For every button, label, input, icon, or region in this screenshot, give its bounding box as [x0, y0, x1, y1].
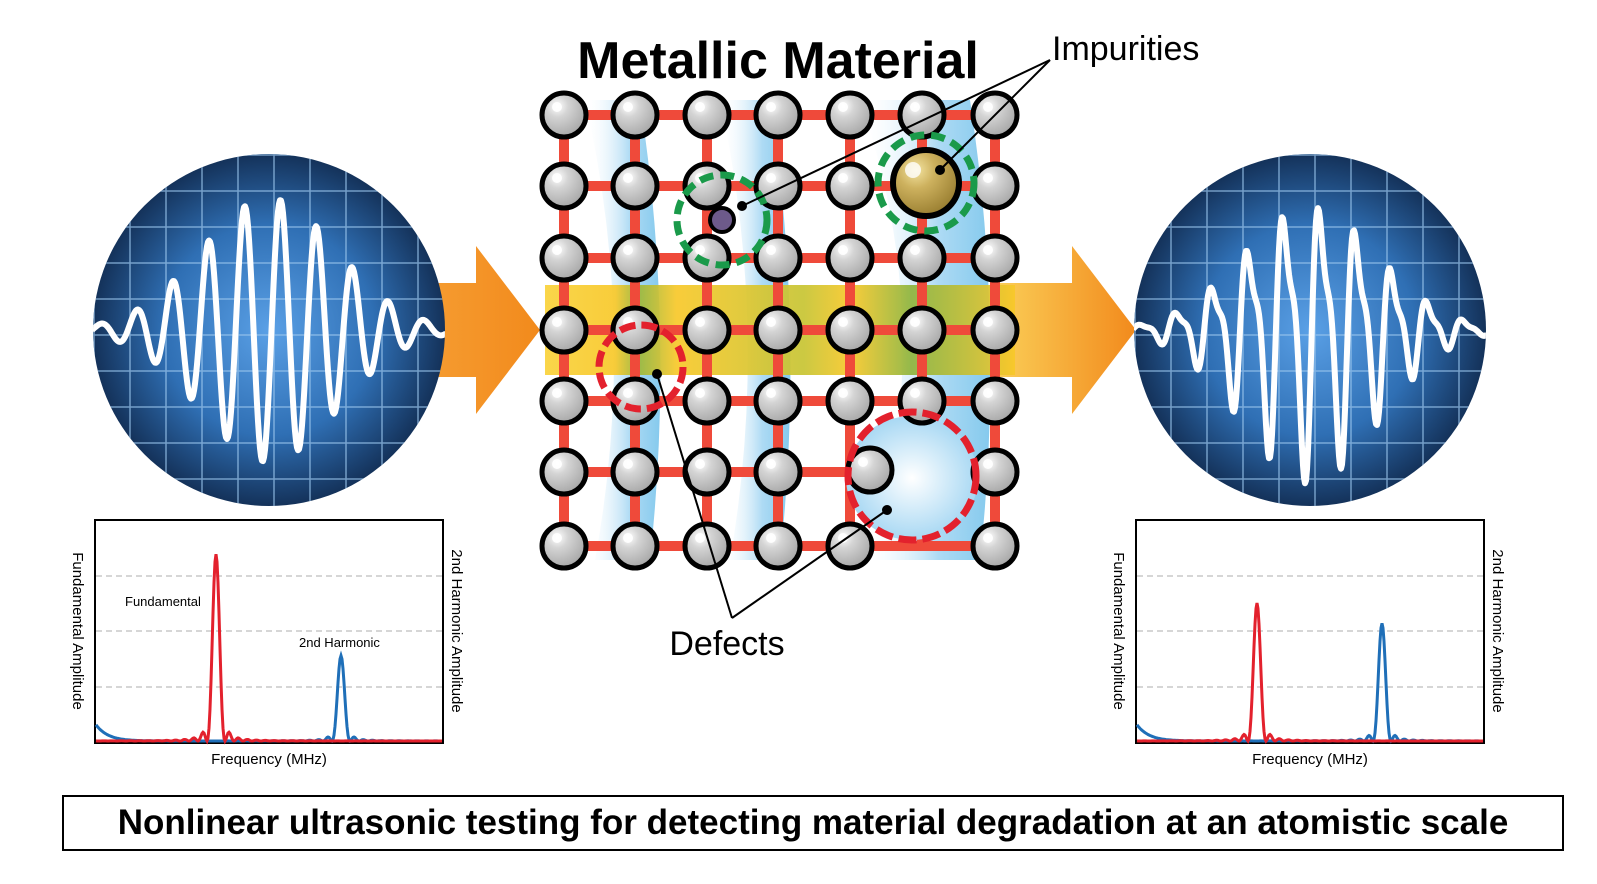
fundamental-curve	[1136, 602, 1483, 744]
lattice-atom	[539, 90, 589, 140]
lattice-atom	[825, 305, 875, 355]
lattice-atom	[539, 161, 589, 211]
fundamental-label: Fundamental	[125, 594, 201, 609]
lattice-atom	[539, 233, 589, 283]
lattice-atom	[753, 376, 803, 426]
vacancy-void	[846, 416, 978, 540]
impurity-ring-small	[673, 171, 771, 269]
lattice-atom	[610, 305, 660, 355]
lattice-atom	[610, 90, 660, 140]
lattice-atom	[825, 376, 875, 426]
lattice-atom	[970, 233, 1020, 283]
lattice-atom	[825, 90, 875, 140]
input-signal-scope	[93, 154, 445, 506]
lattice-atom	[682, 305, 732, 355]
lattice-atom	[753, 521, 803, 571]
impurity-ring-large	[874, 131, 978, 235]
lattice-atom	[970, 305, 1020, 355]
y-axis-left-label: Fundamental Amplitude	[69, 552, 86, 710]
output-arrow	[990, 246, 1136, 414]
lattice-atom	[610, 161, 660, 211]
output-waveform	[1134, 205, 1486, 487]
x-axis-label: Frequency (MHz)	[1252, 751, 1368, 768]
x-axis-label: Frequency (MHz)	[211, 751, 327, 768]
lattice-atom	[682, 233, 732, 283]
fundamental-curve	[95, 554, 442, 745]
lattice-atom	[539, 521, 589, 571]
y-axis-left-label: Fundamental Amplitude	[1110, 552, 1127, 710]
caption-text: Nonlinear ultrasonic testing for detecti…	[117, 803, 1509, 842]
metallic-lattice	[539, 90, 1020, 571]
lattice-atom	[970, 376, 1020, 426]
y-axis-right-label: 2nd Harmonic Amplitude	[1489, 549, 1506, 712]
defect-ring-large	[844, 408, 980, 544]
input-spectrum-plot: Fundamental 2nd Harmonic Frequency (MHz)…	[69, 519, 465, 768]
material-title: Metallic Material	[577, 32, 979, 90]
lattice-atom	[682, 376, 732, 426]
input-waveform	[93, 197, 445, 465]
y-axis-right-label: 2nd Harmonic Amplitude	[448, 549, 465, 712]
lattice-atom	[825, 161, 875, 211]
lattice-atom	[610, 447, 660, 497]
lattice-atom	[753, 305, 803, 355]
lattice-atom	[897, 233, 947, 283]
lattice-atom	[753, 90, 803, 140]
defect-ring-small	[595, 321, 687, 413]
lattice-atom	[897, 90, 947, 140]
lattice-atom	[970, 161, 1020, 211]
lattice-atom	[825, 233, 875, 283]
lattice-atom	[970, 521, 1020, 571]
small-impurity-atom	[708, 206, 736, 234]
lattice-atom	[682, 521, 732, 571]
output-spectrum-plot: Frequency (MHz) Fundamental Amplitude 2n…	[1110, 519, 1506, 768]
output-signal-scope	[1134, 154, 1486, 506]
lattice-atom	[539, 305, 589, 355]
lattice-atom	[539, 376, 589, 426]
lattice-atom	[753, 447, 803, 497]
lattice-atom	[539, 447, 589, 497]
callout-lines	[656, 59, 1051, 619]
caption-box: Nonlinear ultrasonic testing for detecti…	[62, 795, 1564, 851]
lattice-atom	[970, 447, 1020, 497]
impurities-label: Impurities	[1052, 30, 1199, 68]
second-harmonic-label: 2nd Harmonic	[299, 635, 380, 650]
lattice-atom	[682, 90, 732, 140]
lattice-atom	[610, 233, 660, 283]
lattice-atom	[610, 521, 660, 571]
lattice-atom	[897, 305, 947, 355]
defects-label: Defects	[669, 625, 784, 663]
